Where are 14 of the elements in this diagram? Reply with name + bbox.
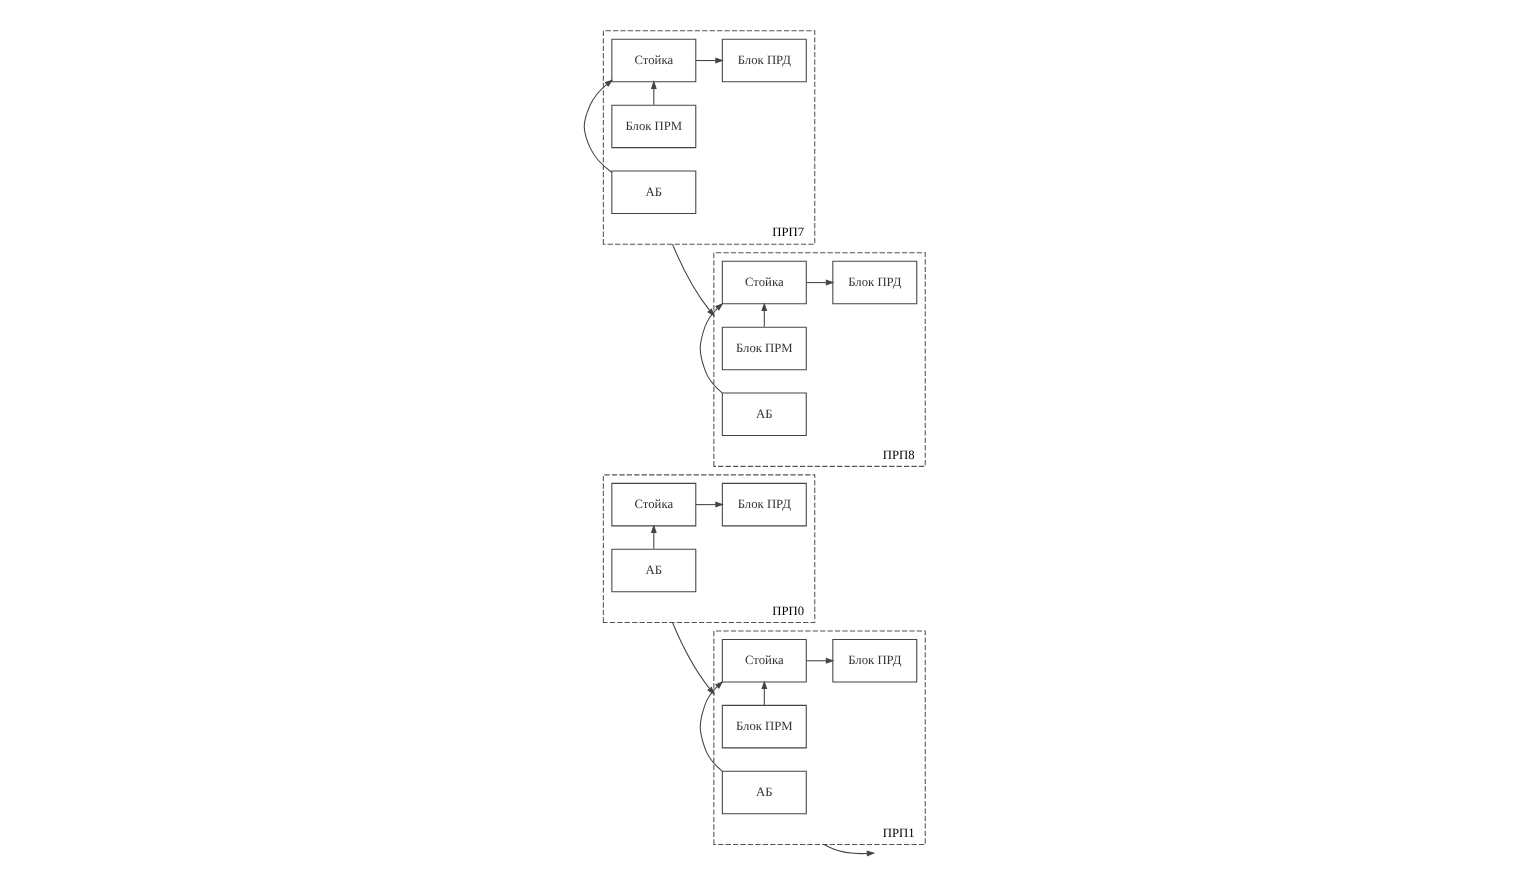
- arrow: [582, 78, 613, 172]
- arrow: [649, 523, 656, 549]
- arrow: [822, 843, 875, 856]
- arrow: [671, 621, 714, 694]
- arrow: [694, 500, 723, 507]
- arrow: [698, 301, 723, 393]
- arrow: [694, 56, 723, 63]
- arrow: [649, 79, 656, 105]
- arrow: [804, 656, 834, 663]
- arrow: [760, 679, 767, 705]
- arrow: [804, 278, 834, 285]
- arrow: [671, 242, 714, 316]
- arrow: [698, 680, 723, 771]
- arrow: [760, 301, 767, 327]
